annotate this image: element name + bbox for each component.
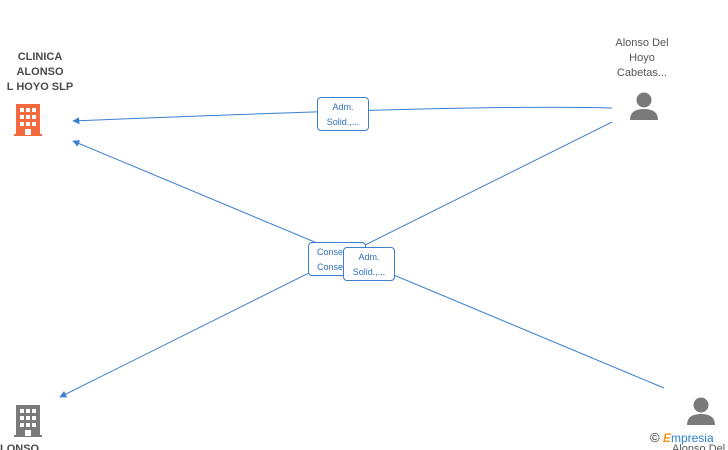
edge-label-adm-solid-top[interactable]: Adm. Solid.,... [317, 97, 369, 131]
brand-logo-text: mpresia [670, 431, 714, 445]
person-icon[interactable] [687, 397, 715, 426]
edge-label-adm-solid-middle[interactable]: Adm. Solid.,... [343, 247, 395, 281]
edge-person-top-to-main-company [72, 106, 613, 125]
brand-logo-letter: E [662, 431, 671, 445]
brand-watermark: © Empresia [650, 430, 728, 450]
main-company-label[interactable]: CLINICA ALONSO L HOYO SLP [6, 51, 74, 93]
company-bottom-label[interactable]: LONSO DEL [0, 443, 40, 450]
building-icon[interactable] [14, 104, 42, 136]
person-icon[interactable] [630, 92, 658, 121]
person-bottom-label[interactable]: Alonso Del [672, 443, 726, 450]
copyright-icon: © [650, 430, 660, 445]
person-top-label[interactable]: Alonso Del Hoyo Cabetas... [615, 37, 669, 79]
building-icon[interactable] [14, 405, 42, 437]
